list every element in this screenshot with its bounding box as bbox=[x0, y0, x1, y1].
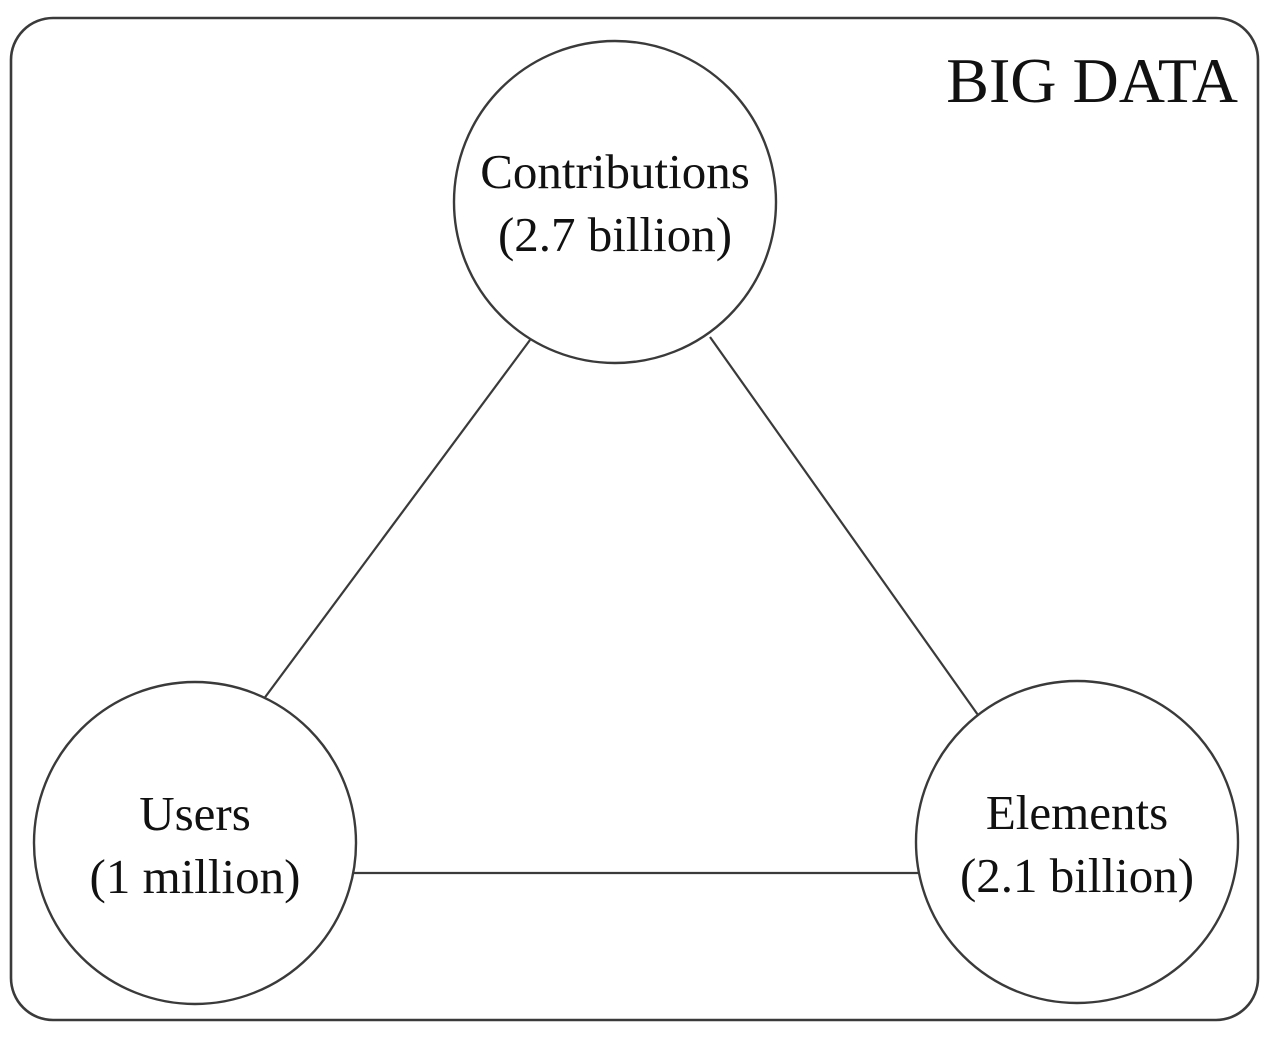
edge-contributions-elements bbox=[709, 336, 979, 716]
node-contributions: Contributions (2.7 billion) bbox=[452, 39, 778, 365]
edge-contributions-users bbox=[262, 339, 531, 701]
node-users-circle bbox=[32, 680, 358, 1006]
node-elements-value: (2.1 billion) bbox=[960, 848, 1194, 903]
node-elements: Elements (2.1 billion) bbox=[914, 679, 1240, 1005]
node-users-label: Users bbox=[139, 786, 251, 841]
diagram-edges bbox=[262, 336, 979, 875]
node-users: Users (1 million) bbox=[32, 680, 358, 1006]
node-contributions-label: Contributions bbox=[480, 144, 750, 199]
node-users-value: (1 million) bbox=[90, 849, 301, 904]
node-contributions-circle bbox=[452, 39, 778, 365]
diagram-title: BIG DATA bbox=[946, 45, 1238, 116]
node-elements-label: Elements bbox=[986, 785, 1168, 840]
node-contributions-value: (2.7 billion) bbox=[498, 207, 732, 262]
node-elements-circle bbox=[914, 679, 1240, 1005]
